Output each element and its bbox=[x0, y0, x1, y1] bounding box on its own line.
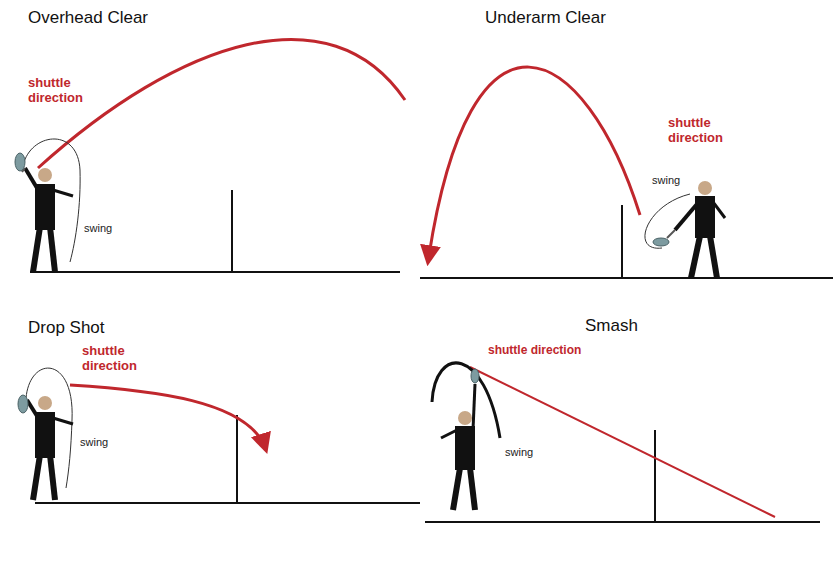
net-post bbox=[236, 415, 238, 503]
court-floor bbox=[420, 277, 833, 279]
shuttle-path bbox=[470, 367, 775, 517]
player-figure bbox=[18, 395, 73, 500]
court-floor bbox=[425, 521, 820, 523]
player-figure bbox=[653, 181, 725, 278]
net-post bbox=[231, 190, 233, 272]
direction-label: shuttle direction bbox=[82, 344, 154, 374]
direction-label: shuttle direction bbox=[28, 76, 100, 106]
player-figure bbox=[441, 369, 479, 510]
shot-title: Underarm Clear bbox=[485, 8, 606, 28]
shuttle-path bbox=[70, 385, 266, 450]
direction-label: shuttle direction bbox=[668, 116, 740, 146]
swing-label: swing bbox=[84, 222, 112, 235]
shot-title: Smash bbox=[585, 316, 638, 336]
court-floor bbox=[30, 271, 400, 273]
swing-label: swing bbox=[80, 436, 108, 449]
direction-label: shuttle direction bbox=[488, 343, 581, 357]
swing-label: swing bbox=[652, 174, 680, 187]
player-figure bbox=[15, 153, 73, 272]
shuttle-path bbox=[428, 67, 640, 262]
shot-title: Overhead Clear bbox=[28, 8, 148, 28]
net-post bbox=[621, 205, 623, 278]
shuttle-path bbox=[38, 39, 405, 168]
swing-label: swing bbox=[505, 446, 533, 459]
net-post bbox=[654, 430, 656, 522]
shot-title: Drop Shot bbox=[28, 318, 105, 338]
court-floor bbox=[35, 502, 420, 504]
